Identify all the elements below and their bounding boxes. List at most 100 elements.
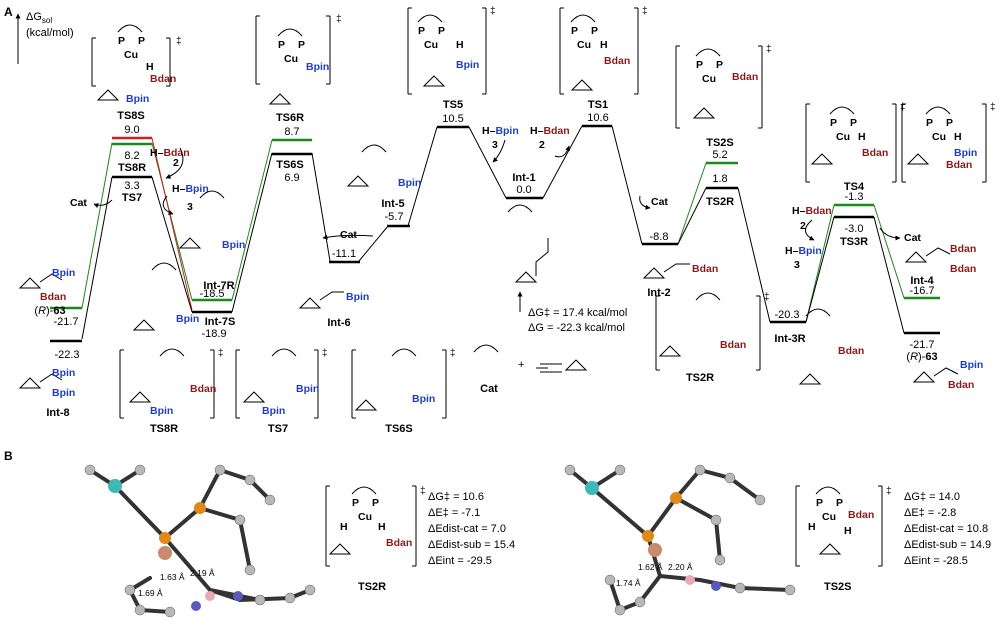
y-axis-label: ΔGsol: [26, 11, 52, 25]
svg-text:H: H: [954, 131, 962, 143]
svg-text:‡: ‡: [450, 348, 456, 359]
svg-text:Bpin: Bpin: [150, 405, 173, 417]
value-ts5: 10.5: [442, 113, 463, 125]
name-ts3r: TS3R: [840, 236, 868, 248]
name-int-8: Int-8: [46, 407, 69, 419]
name-ts8s: TS8S: [117, 110, 145, 122]
svg-text:Bdan: Bdan: [604, 55, 630, 67]
right-dist-3: 1.74 Å: [616, 578, 641, 588]
svg-text:‡: ‡: [642, 6, 648, 17]
svg-text:Bpin: Bpin: [126, 93, 149, 105]
svg-text:P: P: [118, 35, 125, 47]
name-int-3r: Int-3R: [774, 333, 805, 345]
svg-text:P: P: [946, 117, 953, 129]
right-energy-1: ΔG‡ = 14.0: [904, 491, 960, 503]
svg-text:Cu: Cu: [836, 131, 850, 143]
left-energy-2: ΔE‡ = -7.1: [428, 507, 480, 519]
svg-text:H: H: [844, 525, 852, 537]
energy-values: -22.3 -21.7 9.0 8.2 3.3 -18.5 -18.9 8.7 …: [53, 112, 934, 361]
svg-text:‡: ‡: [990, 102, 996, 113]
name-int-6: Int-6: [327, 317, 350, 329]
svg-text:H: H: [378, 521, 386, 533]
svg-text:Bpin: Bpin: [954, 147, 977, 159]
svg-text:Bpin: Bpin: [176, 313, 199, 325]
svg-text:Bpin: Bpin: [398, 177, 421, 189]
svg-text:P: P: [716, 59, 723, 71]
svg-text:P: P: [850, 117, 857, 129]
value-ts1: 10.6: [587, 112, 608, 124]
summary-plus: +: [518, 359, 524, 371]
svg-text:P: P: [372, 497, 379, 509]
eq2-label-2: 2: [539, 139, 545, 151]
svg-text:‡: ‡: [764, 292, 770, 303]
name-ts5: TS5: [443, 99, 463, 111]
y-axis-unit: (kcal/mol): [26, 27, 74, 39]
hbdan-label-2: H–Bdan: [530, 125, 570, 137]
right-dist-2: 2.20 Å: [668, 562, 693, 572]
name-ts6s: TS6S: [276, 159, 304, 171]
svg-text:H: H: [146, 61, 154, 73]
svg-text:Bpin: Bpin: [306, 61, 329, 73]
cat-label-4: Cat: [904, 232, 921, 244]
svg-text:Bdan: Bdan: [946, 159, 972, 171]
svg-text:Cu: Cu: [577, 39, 591, 51]
name-ts2s: TS2S: [706, 137, 734, 149]
svg-text:‡: ‡: [336, 14, 342, 25]
cat-label-1: Cat: [70, 197, 87, 209]
svg-text:Bpin: Bpin: [296, 383, 319, 395]
svg-text:Bdan: Bdan: [190, 383, 216, 395]
right-energy-2: ΔE‡ = -2.8: [904, 507, 956, 519]
svg-text:P: P: [571, 25, 578, 37]
svg-text:Bdan: Bdan: [692, 263, 718, 275]
summary-dg-act: ΔG‡ = 17.4 kcal/mol: [528, 307, 627, 319]
panel-b-label: B: [4, 449, 13, 463]
value-ts2r: 1.8: [712, 173, 727, 185]
right-3d-structure: 1.62 Å 2.20 Å 1.74 Å: [564, 464, 796, 616]
value-ts6s: 6.9: [284, 172, 299, 184]
name-ts7: TS7: [122, 192, 142, 204]
value-int-6: -11.1: [332, 248, 356, 260]
name-ts6r: TS6R: [276, 112, 304, 124]
name-int-4: Int-4: [910, 275, 934, 287]
name-ts4: TS4: [844, 181, 865, 193]
hbdan-label-1: H–Bdan: [150, 147, 190, 159]
svg-text:P: P: [298, 39, 305, 51]
ts2r-name-b: TS2R: [358, 581, 386, 593]
left-energy-3: ΔEdist-cat = 7.0: [428, 523, 506, 535]
svg-text:Cu: Cu: [358, 511, 372, 523]
left-energy-5: ΔEint = -29.5: [428, 555, 492, 567]
name-ts8r-b: TS8R: [150, 423, 178, 435]
hbpin-label-2: H–Bpin: [482, 125, 519, 137]
svg-text:Bdan: Bdan: [950, 243, 976, 255]
svg-text:P: P: [418, 25, 425, 37]
eq2-label-3: 2: [800, 220, 806, 232]
left-3d-structure: 1.63 Å 2.19 Å 1.69 Å: [84, 464, 316, 618]
panel-a-label: A: [4, 5, 13, 19]
value-ts8s: 9.0: [124, 124, 139, 136]
svg-text:Cu: Cu: [822, 511, 836, 523]
value-ts2s: 5.2: [712, 149, 727, 161]
value-ts3r: -3.0: [845, 223, 864, 235]
name-int-7s: Int-7S: [205, 316, 236, 328]
svg-text:H: H: [340, 521, 348, 533]
svg-text:P: P: [278, 39, 285, 51]
hbpin-label-1: H–Bpin: [172, 183, 209, 195]
eq2-label-1: 2: [173, 157, 179, 169]
value-r63-right: -21.7: [909, 339, 934, 351]
ts2r-dagger: ‡: [420, 486, 426, 497]
profile-connectors: [81, 125, 905, 340]
svg-text:Bdan: Bdan: [150, 73, 176, 85]
dagger-marks: ‡ ‡ ‡ ‡ ‡ ‡ ‡ ‡ ‡ ‡ ‡: [176, 6, 996, 359]
name-int-2: Int-2: [647, 287, 670, 299]
svg-text:‡: ‡: [900, 102, 906, 113]
svg-text:‡: ‡: [218, 348, 224, 359]
svg-text:P: P: [696, 59, 703, 71]
name-ts2r: TS2R: [706, 196, 734, 208]
svg-text:P: P: [591, 25, 598, 37]
name-ts6s-b: TS6S: [385, 423, 413, 435]
value-int-8: -22.3: [54, 349, 79, 361]
value-ts8r: 8.2: [124, 150, 139, 162]
svg-text:Cu: Cu: [424, 39, 438, 51]
